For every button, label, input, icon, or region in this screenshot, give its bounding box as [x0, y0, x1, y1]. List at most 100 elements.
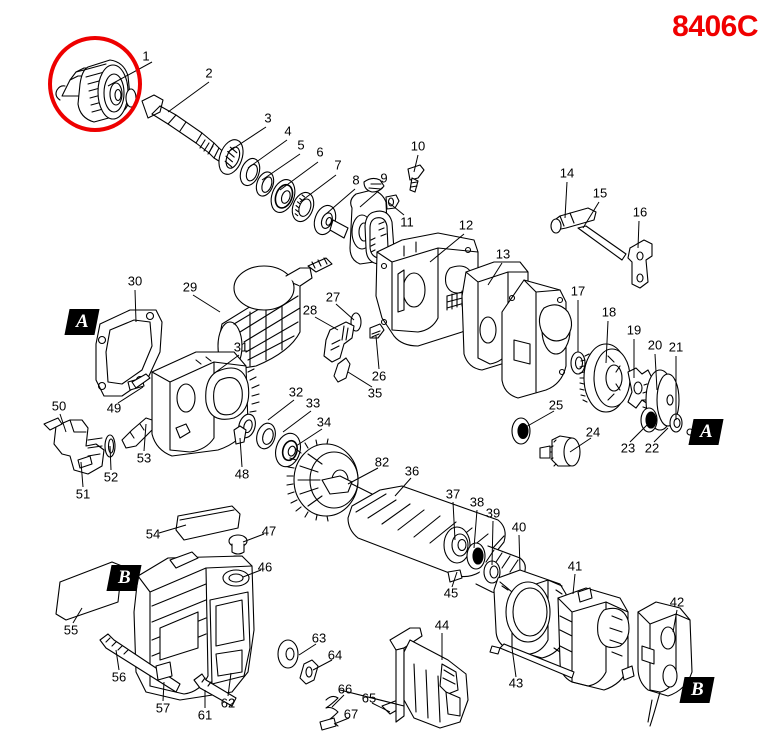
- callout-number-29: 29: [182, 279, 198, 295]
- callout-number-24: 24: [585, 424, 601, 440]
- callout-number-55: 55: [63, 622, 79, 638]
- callout-number-66: 66: [337, 681, 353, 697]
- leader-line-40: [518, 534, 521, 571]
- leader-line-35: [347, 371, 373, 388]
- callout-number-6: 6: [316, 144, 324, 160]
- callout-number-57: 57: [155, 700, 171, 716]
- leader-line-9: [359, 186, 384, 208]
- parts-63-67: [277, 627, 469, 731]
- callout-number-4: 4: [284, 123, 292, 139]
- parts-3-8-bearings: [218, 139, 349, 239]
- callout-number-40: 40: [511, 519, 527, 535]
- leader-line-65: [371, 702, 391, 713]
- leader-line-16: [637, 220, 640, 249]
- callout-number-63: 63: [311, 630, 327, 646]
- callout-number-53: 53: [136, 450, 152, 466]
- leader-line-53: [143, 423, 147, 452]
- parts-26-28-35: [323, 312, 385, 383]
- parts-46-54: [43, 373, 248, 597]
- callout-number-36: 36: [404, 463, 420, 479]
- leader-line-63: [298, 643, 317, 656]
- leader-line-28: [314, 316, 339, 331]
- part-18-gear: [579, 343, 631, 413]
- callout-number-5: 5: [297, 137, 305, 153]
- reference-marker-a-1: A: [688, 419, 724, 445]
- leader-line-12: [429, 233, 465, 263]
- callout-number-65: 65: [361, 690, 377, 706]
- leader-line-7: [299, 174, 337, 203]
- part-9-ring-gear: [349, 177, 395, 265]
- leader-line-30: [134, 289, 137, 323]
- part-13-motor-bracket: [461, 261, 573, 399]
- callout-number-12: 12: [458, 217, 474, 233]
- leader-line-10: [413, 154, 419, 173]
- callout-number-46: 46: [257, 559, 273, 575]
- leader-line-4: [247, 139, 288, 169]
- model-number-title: 8406C: [672, 10, 758, 43]
- callout-number-23: 23: [620, 440, 636, 456]
- callout-number-10: 10: [410, 138, 426, 154]
- callout-number-38: 38: [469, 494, 485, 510]
- callout-number-31: 31: [233, 339, 249, 355]
- leader-line-31: [215, 354, 240, 373]
- leader-line-3: [227, 126, 267, 153]
- leader-line-82: [347, 467, 379, 485]
- callout-number-33: 33: [305, 395, 321, 411]
- callout-number-41: 41: [567, 558, 583, 574]
- callout-number-48: 48: [234, 466, 250, 482]
- callout-number-64: 64: [327, 647, 343, 663]
- callout-number-28: 28: [302, 302, 318, 318]
- parts-10-11: [385, 164, 425, 210]
- leader-line-67: [333, 717, 350, 725]
- callout-number-20: 20: [647, 337, 663, 353]
- callout-number-13: 13: [495, 246, 511, 262]
- leader-line-50: [59, 413, 67, 433]
- reference-marker-b-2: B: [106, 565, 142, 591]
- callout-number-34: 34: [316, 414, 332, 430]
- callout-number-22: 22: [644, 440, 660, 456]
- leader-line-56: [115, 649, 120, 671]
- callout-number-8: 8: [352, 172, 360, 188]
- leader-line-62: [227, 672, 232, 697]
- callout-number-62: 62: [220, 695, 236, 711]
- leader-line-8: [325, 188, 356, 215]
- callout-number-7: 7: [334, 157, 342, 173]
- callout-number-9: 9: [380, 170, 388, 186]
- callout-number-26: 26: [371, 368, 387, 384]
- part-31-stator: [151, 351, 260, 457]
- callout-number-67: 67: [343, 706, 359, 722]
- leader-line-24: [569, 437, 592, 453]
- leader-line-15: [582, 201, 600, 229]
- leader-line-18: [605, 320, 609, 364]
- leader-line-43: [511, 647, 517, 678]
- leader-line-39: [491, 520, 494, 566]
- leader-line-33: [282, 410, 312, 433]
- leader-line-14: [564, 181, 568, 219]
- callout-number-27: 27: [325, 289, 341, 305]
- callout-number-11: 11: [400, 214, 414, 230]
- callout-number-56: 56: [111, 669, 127, 685]
- parts-17-24-gear-train: [511, 343, 694, 467]
- leader-line-54: [158, 524, 187, 534]
- callout-number-21: 21: [668, 339, 684, 355]
- callout-number-44: 44: [434, 617, 450, 633]
- leader-line-36: [394, 477, 412, 497]
- reference-marker-b-3: B: [679, 677, 715, 703]
- leader-line-49: [117, 386, 144, 404]
- part-24-pinion: [539, 435, 581, 467]
- callout-number-42: 42: [669, 594, 685, 610]
- parts-37-40: [443, 526, 567, 659]
- callout-number-2: 2: [205, 65, 213, 81]
- highlight-circle-part-1: [48, 36, 142, 132]
- callout-number-18: 18: [601, 304, 617, 320]
- leader-line-52: [109, 445, 112, 471]
- callout-number-54: 54: [145, 526, 161, 542]
- callout-number-35: 35: [367, 385, 383, 401]
- leader-line-41: [572, 573, 576, 595]
- callout-number-1: 1: [142, 48, 150, 64]
- leader-line-45: [451, 571, 458, 588]
- callout-number-51: 51: [75, 486, 91, 502]
- callout-number-43: 43: [508, 675, 524, 691]
- callout-number-61: 61: [197, 707, 213, 723]
